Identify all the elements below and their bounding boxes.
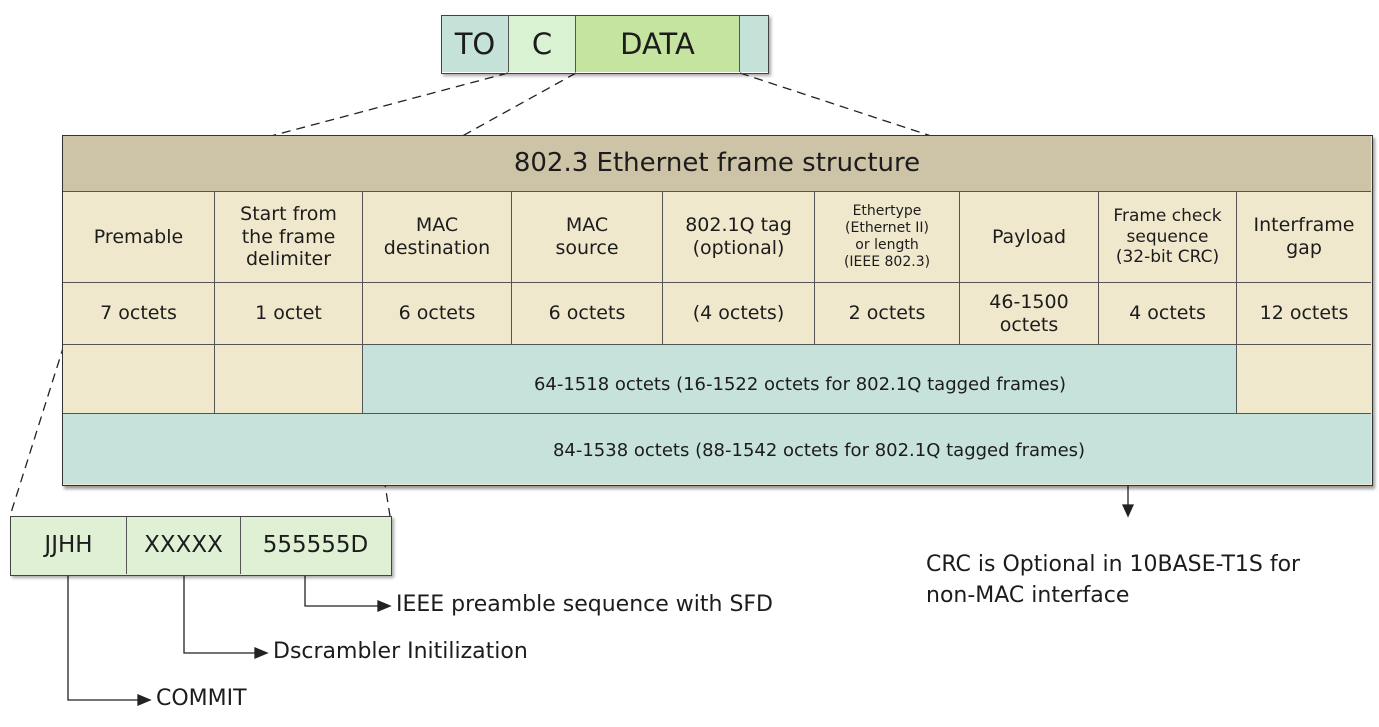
size-ethertype: 2 octets xyxy=(815,283,960,345)
frame-title: 802.3 Ethernet frame structure xyxy=(63,136,1371,192)
note-dscrambler: Dscrambler Initilization xyxy=(273,639,528,664)
size-mac-source: 6 octets xyxy=(512,283,663,345)
header-payload: Payload xyxy=(960,192,1099,283)
header-ethertype: Ethertype (Ethernet II) or length (IEEE … xyxy=(815,192,960,283)
span-empty-preamble xyxy=(63,345,215,414)
span-label-mac-fcs: 64-1518 octets (16-1522 octets for 802.1… xyxy=(533,374,1067,396)
top-field-c: C xyxy=(509,16,576,72)
span-label-full: 84-1538 octets (88-1542 octets for 802.1… xyxy=(552,440,1086,462)
size-8021q-tag: (4 octets) xyxy=(663,283,815,345)
preamble-breakdown: JJHH XXXXX 555555D xyxy=(10,516,392,576)
note-arrow-commit xyxy=(67,576,152,706)
note-ieee-preamble: IEEE preamble sequence with SFD xyxy=(396,592,773,617)
span-full-frame xyxy=(63,414,1371,484)
header-mac-source: MAC source xyxy=(512,192,663,283)
preamble-field-xxxxx: XXXXX xyxy=(127,517,241,574)
preamble-field-jjhh: JJHH xyxy=(11,517,127,574)
span-mac-to-fcs xyxy=(363,345,1237,414)
top-field-data: DATA xyxy=(576,16,740,72)
header-preamble: Premable xyxy=(63,192,215,283)
top-field-to: TO xyxy=(442,16,509,72)
header-sfd: Start from the frame delimiter xyxy=(215,192,363,283)
size-payload: 46-1500 octets xyxy=(960,283,1099,345)
top-packet: TO C DATA xyxy=(441,15,769,74)
span-empty-sfd xyxy=(215,345,363,414)
size-fcs: 4 octets xyxy=(1099,283,1237,345)
header-8021q-tag: 802.1Q tag (optional) xyxy=(663,192,815,283)
crc-optional-note: CRC is Optional in 10BASE-T1S for non-MA… xyxy=(926,552,1301,608)
note-arrow-dscrambler xyxy=(183,576,269,659)
header-interframe-gap: Interframe gap xyxy=(1237,192,1371,283)
top-field-end xyxy=(740,16,768,72)
note-arrow-ieee xyxy=(304,576,392,612)
frame-structure: 802.3 Ethernet frame structure Premable … xyxy=(62,135,1373,486)
size-interframe-gap: 12 octets xyxy=(1237,283,1371,345)
size-mac-destination: 6 octets xyxy=(363,283,512,345)
zoom-line-right xyxy=(739,72,1099,192)
size-sfd: 1 octet xyxy=(215,283,363,345)
header-fcs: Frame check sequence (32-bit CRC) xyxy=(1099,192,1237,283)
crc-note-arrow xyxy=(1121,486,1135,518)
header-mac-destination: MAC destination xyxy=(363,192,512,283)
span-empty-gap xyxy=(1237,345,1371,414)
zoom-line-preamble-left xyxy=(9,344,65,517)
size-preamble: 7 octets xyxy=(63,283,215,345)
note-commit: COMMIT xyxy=(156,686,247,711)
preamble-field-555555d: 555555D xyxy=(262,531,369,558)
